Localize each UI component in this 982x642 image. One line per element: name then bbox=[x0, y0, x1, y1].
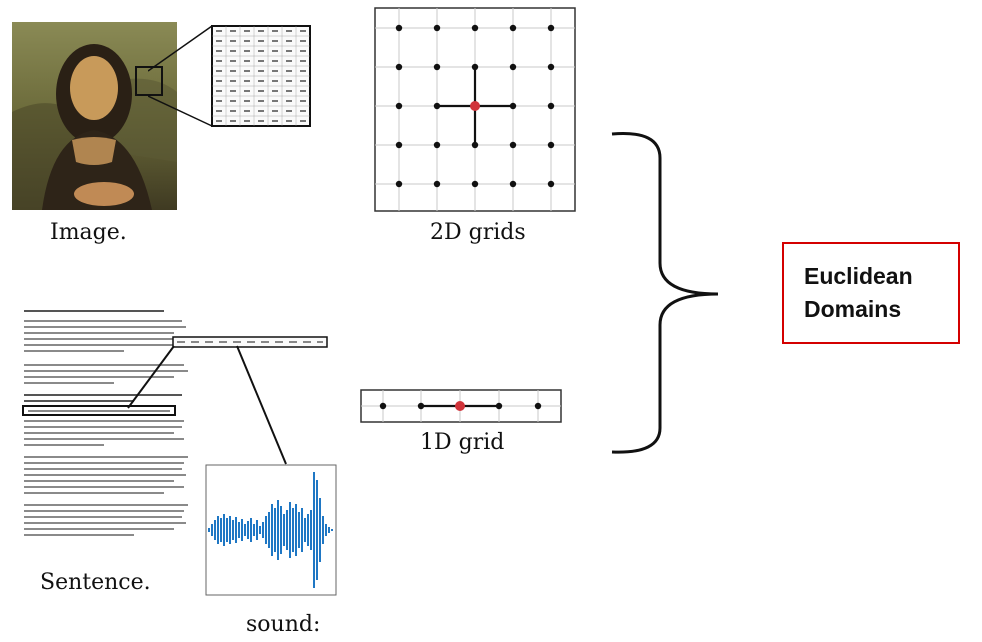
euclidean-domains-label: Euclidean Domains bbox=[804, 260, 913, 326]
sentence-text-block bbox=[22, 300, 192, 558]
pixel-matrix-zoom bbox=[148, 25, 311, 127]
euclidean-line1: Euclidean bbox=[804, 263, 913, 289]
image-caption: Image. bbox=[50, 220, 127, 245]
euclidean-domains-box: Euclidean Domains bbox=[782, 242, 960, 344]
sentence-caption: Sentence. bbox=[40, 570, 151, 595]
center-node bbox=[470, 101, 480, 111]
token-bar bbox=[172, 336, 328, 348]
2d-grid-diagram bbox=[374, 7, 576, 212]
center-node-1d bbox=[455, 401, 465, 411]
highlighted-sentence-box bbox=[22, 405, 176, 416]
grid1d-caption: 1D grid bbox=[420, 430, 505, 455]
euclidean-line2: Domains bbox=[804, 296, 902, 322]
curly-brace bbox=[611, 132, 719, 454]
sound-caption: sound: bbox=[246, 612, 321, 637]
grid2d-caption: 2D grids bbox=[430, 220, 526, 245]
1d-grid-diagram bbox=[360, 389, 562, 423]
portrait-image bbox=[12, 22, 177, 210]
sound-waveform bbox=[205, 464, 337, 596]
